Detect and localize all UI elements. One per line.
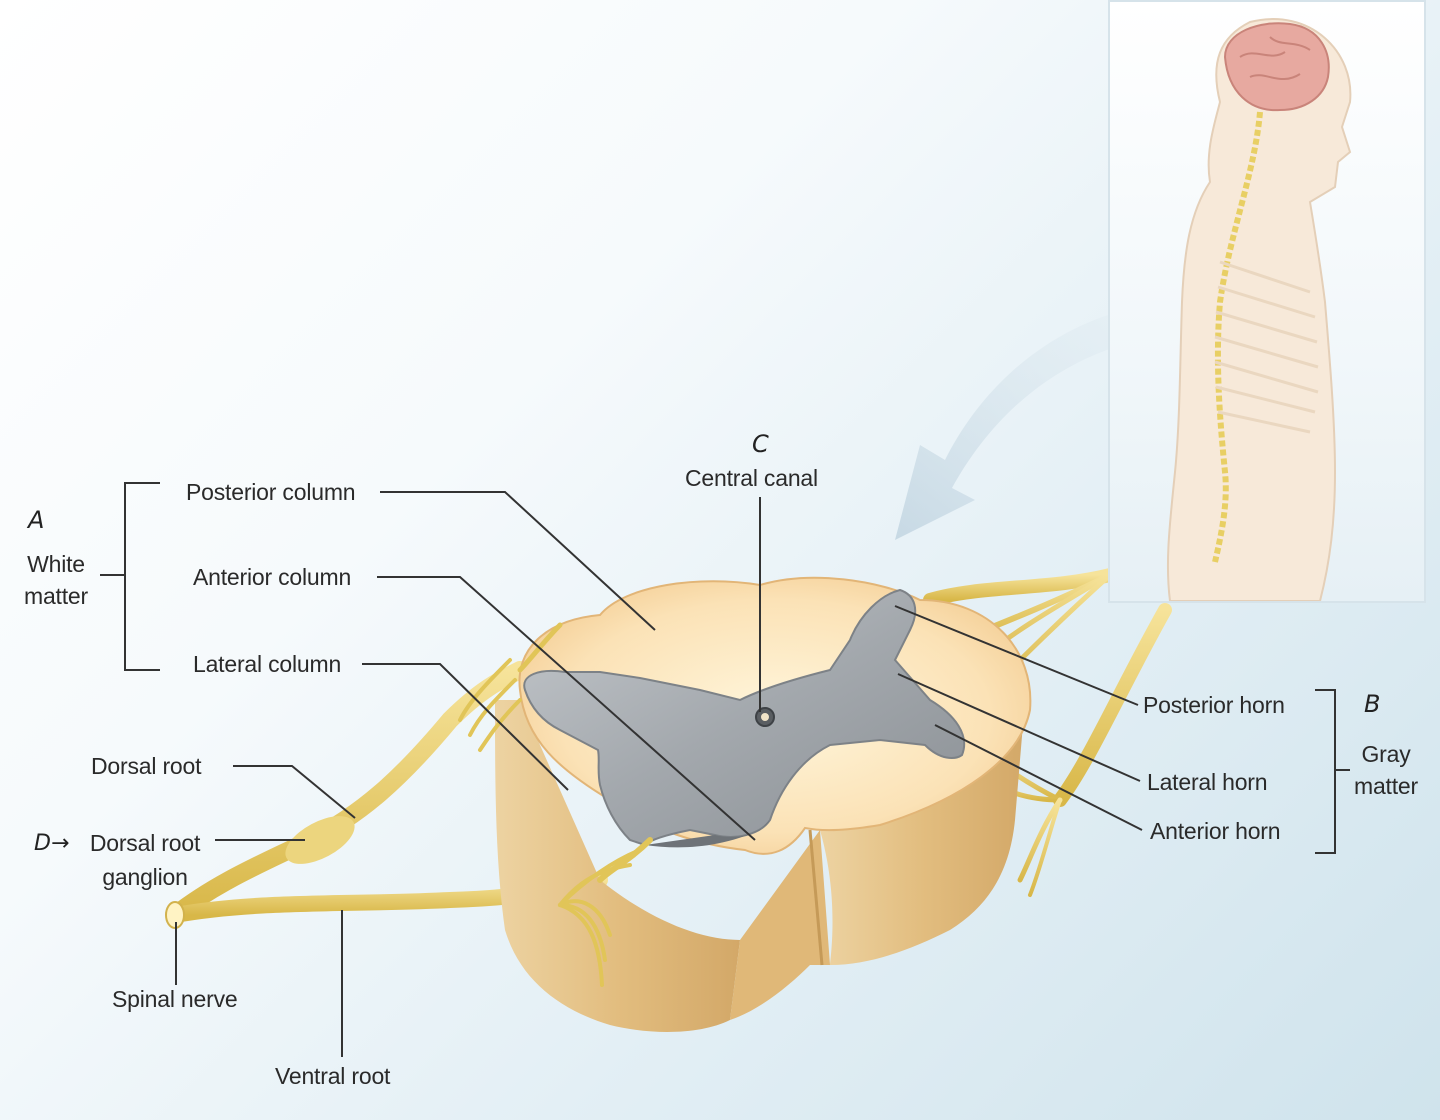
label-anterior-horn: Anterior horn — [1150, 818, 1281, 844]
body-inset-panel — [1108, 0, 1426, 603]
label-white-matter: White matter — [24, 551, 88, 609]
label-dorsal-root-ganglion: Dorsal root ganglion — [89, 830, 201, 890]
label-lateral-column: Lateral column — [193, 651, 342, 677]
right-nerve-roots — [923, 568, 1172, 897]
gray-matter-shape — [523, 588, 966, 848]
label-central-canal: Central canal — [685, 465, 818, 491]
label-lateral-horn: Lateral horn — [1147, 769, 1268, 795]
leader-lines — [100, 482, 1350, 1057]
cord-side-left — [495, 700, 740, 1032]
label-anterior-column: Anterior column — [193, 564, 352, 590]
label-spinal-nerve: Spinal nerve — [112, 986, 238, 1012]
annotation-b: B — [1364, 690, 1381, 718]
annotation-a: A — [28, 506, 45, 534]
brain-icon — [1223, 22, 1330, 112]
annotation-c: C — [752, 430, 769, 458]
left-nerve-fans — [458, 622, 653, 987]
label-posterior-column: Posterior column — [186, 479, 356, 505]
annotation-d: D→ — [34, 831, 70, 856]
label-gray-matter: Gray matter — [1354, 741, 1418, 799]
spine-icon — [1212, 111, 1263, 563]
label-ventral-root: Ventral root — [275, 1063, 391, 1089]
body-silhouette — [1166, 18, 1352, 602]
label-posterior-horn: Posterior horn — [1143, 692, 1285, 718]
human-figure — [1166, 18, 1352, 602]
label-dorsal-root: Dorsal root — [91, 753, 202, 779]
